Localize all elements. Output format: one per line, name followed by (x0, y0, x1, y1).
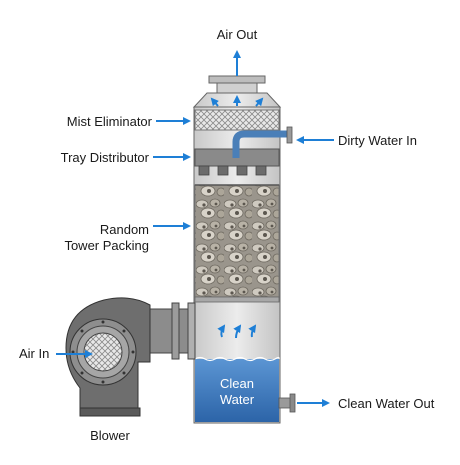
clean-water-out-label: Clean Water Out (338, 396, 435, 411)
clean-water-label-line2: Water (219, 392, 255, 407)
callout-arrows (56, 50, 334, 407)
dirty-water-flange (286, 126, 293, 144)
arrow-icon (217, 324, 226, 338)
water-surface (194, 356, 280, 362)
blower-bolts (71, 320, 135, 384)
tray-risers (198, 165, 267, 176)
clean-water-sump (195, 359, 279, 422)
tower (192, 75, 296, 424)
tray-distributor-label: Tray Distributor (60, 150, 149, 165)
tower-inlet-lip (187, 302, 196, 360)
duct-flange (171, 302, 180, 360)
clean-water-pipe (278, 397, 292, 409)
dirty-water-pipe (232, 130, 290, 158)
blower-intake-screen (83, 332, 123, 372)
air-outlet-flange (208, 75, 266, 84)
clean-water-label-line1: Clean (220, 376, 254, 391)
arrow-icon (210, 97, 219, 107)
packing-label-line1: Random (99, 222, 149, 237)
air-outlet-neck (216, 82, 258, 94)
mist-eliminator (194, 109, 280, 131)
arrow-icon (248, 324, 257, 338)
blower-base (79, 407, 141, 417)
internal-flow-arrows (210, 95, 264, 339)
clean-water-flange (289, 393, 296, 413)
dirty-water-in-label: Dirty Water In (338, 133, 417, 148)
air-in-label: Air In (19, 346, 50, 361)
mist-eliminator-label: Mist Eliminator (66, 114, 152, 129)
support-grid (194, 296, 280, 303)
air-out-label: Air Out (216, 27, 258, 42)
blower-label: Blower (90, 428, 130, 443)
packing-label-line2: Tower Packing (64, 238, 149, 253)
blower (65, 297, 196, 417)
tower-packing (194, 184, 280, 298)
arrow-icon (255, 97, 264, 107)
arrow-icon (233, 324, 242, 339)
